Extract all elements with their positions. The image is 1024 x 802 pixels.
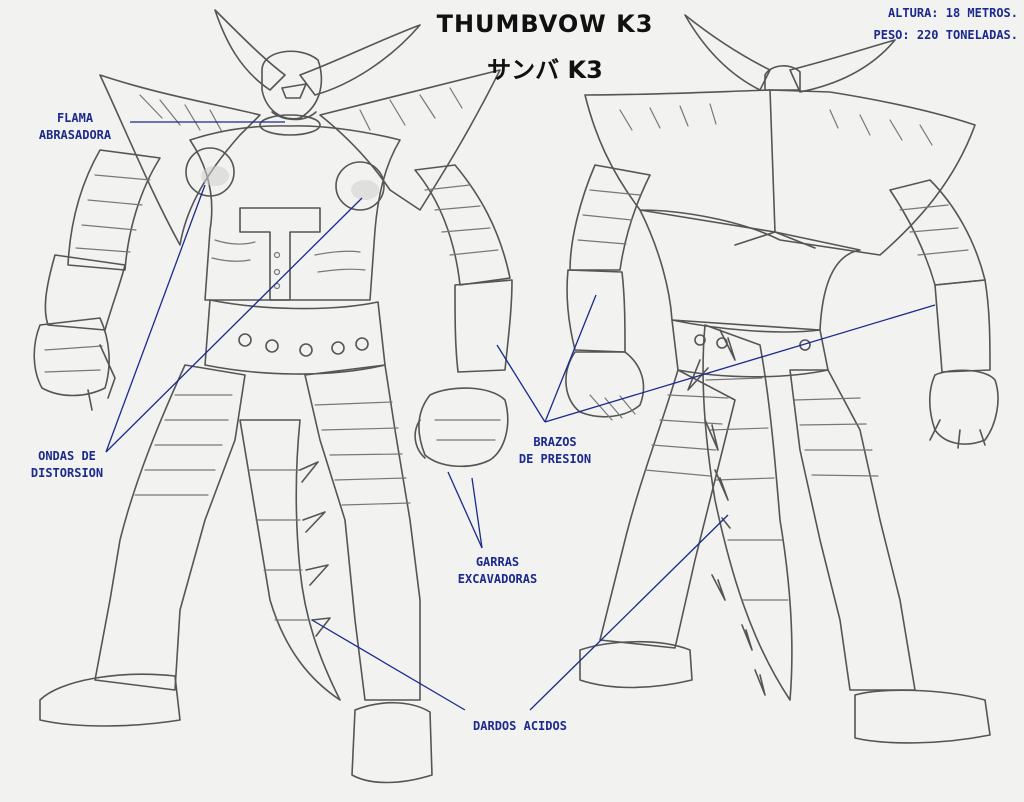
label-waves-line-1: ONDAS DE <box>38 449 96 463</box>
label-distortion-waves: ONDAS DE DISTORSION <box>12 448 122 482</box>
back-view-robot <box>565 14 999 744</box>
spec-height: ALTURA: 18 METROS. <box>887 6 1018 20</box>
page-subtitle: サンバ K3 <box>487 56 603 84</box>
page-title: THUMBVOW K3 <box>436 10 654 38</box>
label-flame-line-2: ABRASADORA <box>38 128 112 142</box>
label-acid-darts: DARDOS ACIDOS <box>450 718 590 735</box>
label-pressure-arms: BRAZOS DE PRESION <box>500 434 610 468</box>
label-claws-line-2: EXCAVADORAS <box>457 572 538 586</box>
label-darts-line-1: DARDOS ACIDOS <box>473 719 567 733</box>
label-waves-line-2: DISTORSION <box>30 466 104 480</box>
label-arms-line-2: DE PRESION <box>518 452 592 466</box>
spec-weight: PESO: 220 TONELADAS. <box>873 28 1019 42</box>
label-claws-line-1: GARRAS <box>475 555 520 569</box>
label-arms-line-1: BRAZOS <box>533 435 577 449</box>
leader-lines <box>105 121 936 711</box>
label-digging-claws: GARRAS EXCAVADORAS <box>440 554 555 588</box>
front-view-robot <box>33 9 513 784</box>
label-flame: FLAMA ABRASADORA <box>25 110 125 144</box>
label-flame-line-1: FLAMA <box>56 111 94 125</box>
